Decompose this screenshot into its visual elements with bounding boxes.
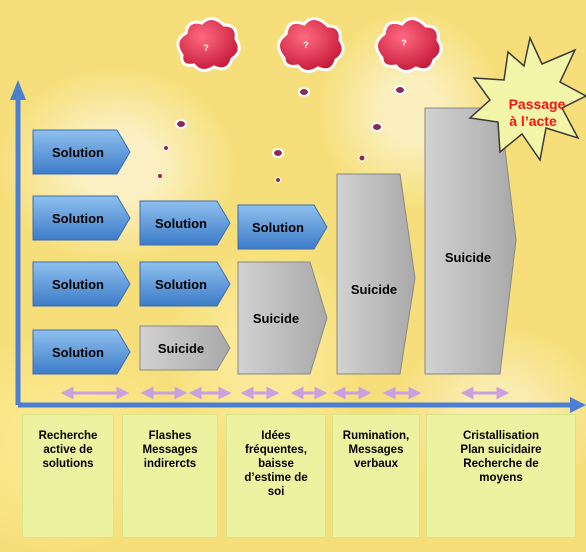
dot [358, 154, 366, 162]
thought-bubble-3: ? [358, 17, 443, 162]
dot [275, 177, 281, 183]
box-label: Solution [52, 277, 104, 292]
stage-line: moyens [479, 472, 523, 484]
stage-line: d’estime de [244, 472, 308, 484]
stage-line: Cristallisation [462, 430, 540, 442]
stage-line: Idées [261, 430, 291, 442]
stage-line: Flashes [148, 430, 192, 442]
box-label: Solution [52, 211, 104, 226]
stage-label-3: Idées fréquentes, baisse d’estime de soi [226, 414, 326, 538]
dot [394, 85, 406, 95]
stage-line: Plan suicidaire [460, 444, 542, 456]
stage-label-1: Recherche active de solutions [22, 414, 114, 538]
burst-label-line2: à l’acte [509, 113, 557, 129]
stage-line: soi [267, 486, 285, 498]
solution-box: Solution [32, 129, 131, 175]
dot [272, 148, 284, 158]
box-label: Solution [155, 277, 207, 292]
passage-burst: Passage à l’acte [468, 35, 586, 162]
thought-bubble-1: ? [158, 17, 241, 178]
question-glyph: ? [203, 43, 209, 53]
solution-box: Solution [32, 261, 131, 307]
stage-line: Recherche de [463, 458, 539, 470]
dot [158, 174, 162, 178]
box-label: Suicide [445, 250, 491, 265]
range-arrow-7 [382, 386, 422, 400]
range-arrow-8 [460, 386, 510, 400]
range-arrow-4 [240, 386, 280, 400]
suicide-box: Suicide [336, 173, 416, 375]
stage-line: Messages [142, 444, 198, 456]
column-1: Solution Solution Solution Solution [32, 129, 131, 375]
solution-box: Solution [32, 195, 131, 241]
thought-bubble-2: ? [272, 17, 345, 183]
box-label: Suicide [253, 311, 299, 326]
burst-shape [468, 35, 586, 162]
stage-line: solutions [42, 458, 94, 470]
stage-label-2: Flashes Messages indirercts [122, 414, 218, 538]
column-5: Suicide [424, 107, 517, 375]
solution-box: Solution [32, 329, 131, 375]
range-arrow-2 [140, 386, 188, 400]
suicide-box: Suicide [237, 261, 328, 375]
stage-line: active de [43, 444, 93, 456]
range-arrows [60, 386, 510, 400]
box-label: Suicide [158, 341, 204, 356]
dot [163, 145, 169, 151]
bubble-cloud [176, 17, 241, 72]
solution-box: Solution [139, 261, 231, 307]
column-2: Solution Solution Suicide [139, 200, 231, 371]
bubble-cloud [375, 17, 443, 73]
dot [175, 119, 187, 129]
column-3: Solution Suicide [237, 204, 328, 375]
bubble-cloud [277, 17, 345, 73]
stage-line: verbaux [353, 458, 399, 470]
box-label: Solution [52, 145, 104, 160]
stage-line: fréquentes, [245, 444, 307, 456]
column-4: Suicide [336, 173, 416, 375]
suicide-box: Suicide [424, 107, 517, 375]
question-glyph: ? [401, 38, 407, 48]
stage-label-4: Rumination, Messages verbaux [332, 414, 420, 538]
box-label: Solution [52, 345, 104, 360]
solution-box: Solution [237, 204, 328, 250]
stage-line: Rumination, [342, 430, 410, 442]
dot [371, 122, 383, 132]
stage-label-5: Cristallisation Plan suicidaire Recherch… [426, 414, 576, 538]
range-arrow-6 [332, 386, 372, 400]
stage-line: Recherche [38, 430, 98, 442]
question-glyph: ? [303, 40, 309, 50]
range-arrow-3 [188, 386, 232, 400]
stage-line: Messages [348, 444, 404, 456]
dot [298, 87, 310, 97]
range-arrow-5 [290, 386, 328, 400]
y-axis-arrowhead [10, 80, 26, 100]
box-label: Solution [252, 220, 304, 235]
x-axis-arrowhead [570, 397, 586, 413]
axes [10, 80, 586, 413]
stage-line: indirercts [143, 458, 197, 470]
suicide-box: Suicide [139, 325, 231, 371]
box-label: Suicide [351, 282, 397, 297]
range-arrow-1 [60, 386, 130, 400]
stage-line: baisse [258, 458, 294, 470]
solution-box: Solution [139, 200, 231, 246]
burst-label-line1: Passage [509, 96, 566, 112]
thought-bubbles: ? ? ? [158, 17, 443, 183]
box-label: Solution [155, 216, 207, 231]
